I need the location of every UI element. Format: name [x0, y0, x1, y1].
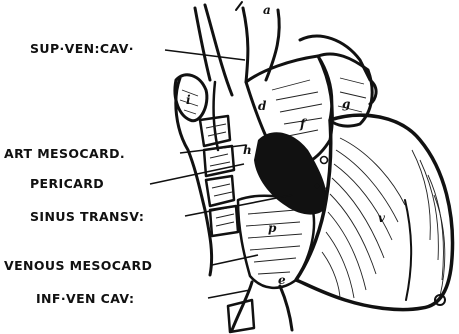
letter-v: v: [378, 211, 386, 225]
letter-a: a: [263, 3, 271, 17]
letter-i: i: [186, 93, 191, 107]
leader-venous-mesocard: [212, 255, 258, 265]
label-sinus-transv: SINUS TRANSV:: [30, 209, 144, 224]
superior-vena-cava-shape: [236, 2, 279, 82]
top-right-flap: [300, 36, 376, 104]
letter-c: c: [322, 183, 330, 197]
letter-p: p: [268, 221, 277, 235]
label-venous-mesocard: VENOUS MESOCARD: [4, 258, 152, 273]
label-art-mesocard: ART MESOCARD.: [4, 146, 125, 161]
small-dot-marker: [315, 184, 319, 188]
leader-inf-ven-cav: [208, 290, 250, 298]
letter-f: f: [299, 117, 307, 131]
letter-g: g: [342, 97, 350, 111]
letter-h: h: [243, 143, 252, 157]
inferior-vena-cava-shape: [228, 282, 292, 332]
leader-art-mesocard: [180, 145, 246, 153]
letter-d: d: [258, 99, 267, 113]
small-circle-marker: [321, 157, 328, 164]
sinus-transversus-dark-area: [254, 132, 327, 214]
label-pericard: PERICARD: [30, 176, 104, 191]
label-sup-ven-cav: SUP·VEN:CAV·: [30, 41, 134, 56]
label-inf-ven-cav: INF·VEN CAV:: [36, 291, 134, 306]
letter-e: e: [278, 273, 286, 287]
